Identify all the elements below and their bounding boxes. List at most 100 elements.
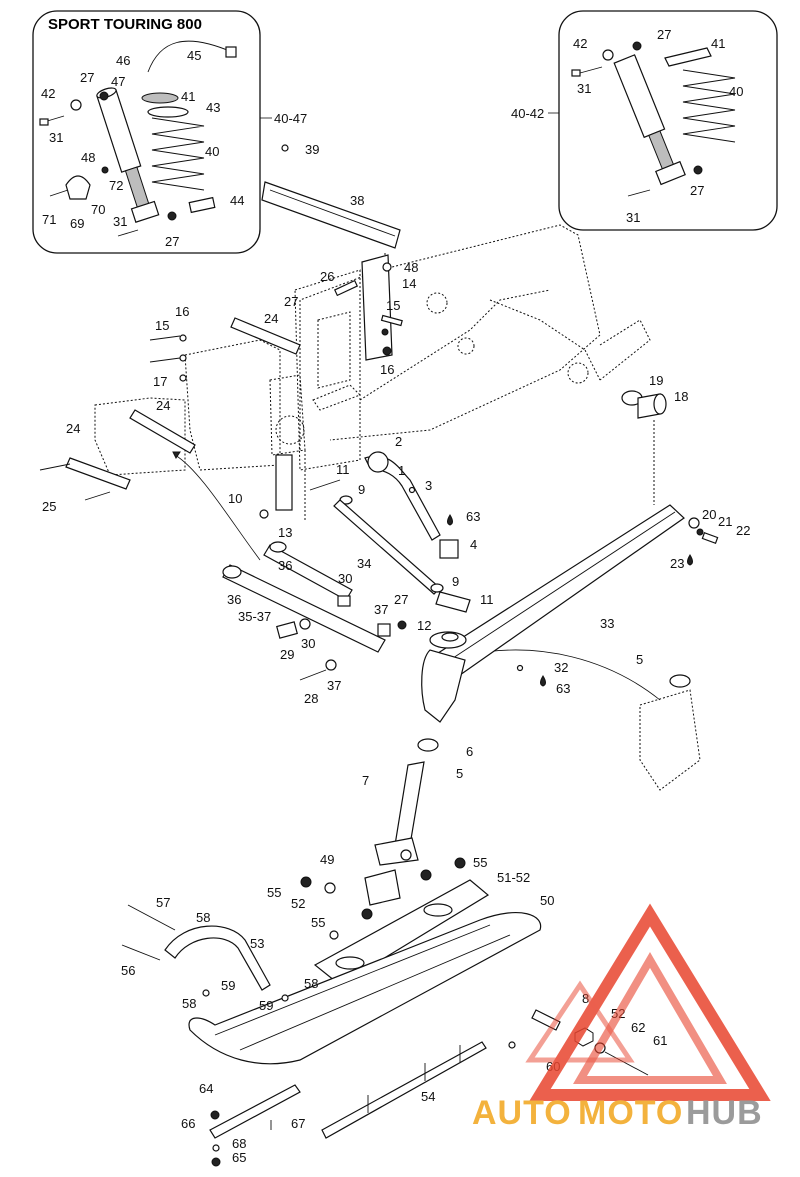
callout-59a: 59 xyxy=(221,978,235,993)
callout-8: 8 xyxy=(582,991,589,1006)
callout-58b: 58 xyxy=(182,996,196,1011)
callout-9b: 9 xyxy=(452,574,459,589)
callout-27c: 27 xyxy=(657,27,671,42)
callout-26: 26 xyxy=(320,269,334,284)
watermark-moto: MOTO xyxy=(578,1094,683,1132)
callout-17: 17 xyxy=(153,374,167,389)
callout-21: 21 xyxy=(718,514,732,529)
callout-71: 71 xyxy=(42,212,56,227)
callout-30b: 30 xyxy=(301,636,315,651)
callout-37b: 37 xyxy=(327,678,341,693)
callout-31d: 31 xyxy=(626,210,640,225)
callout-19: 19 xyxy=(649,373,663,388)
callout-7: 7 xyxy=(362,773,369,788)
callout-56: 56 xyxy=(121,963,135,978)
shock-kit-left-panel: SPORT TOURING 800 40-47 45 4 xyxy=(32,10,307,254)
callout-24a: 24 xyxy=(264,311,278,326)
callout-58c: 58 xyxy=(304,976,318,991)
callout-43: 43 xyxy=(206,100,220,115)
callout-15b: 15 xyxy=(155,318,169,333)
callout-38: 38 xyxy=(350,193,364,208)
callout-70: 70 xyxy=(91,202,105,217)
lower-arm: 36 36 30 35-37 37 27 30 29 37 28 xyxy=(222,541,408,706)
callout-34: 34 xyxy=(357,556,371,571)
callout-63a: 63 xyxy=(466,509,480,524)
callout-11a: 11 xyxy=(336,462,350,477)
callout-36a: 36 xyxy=(278,558,292,573)
callout-20: 20 xyxy=(702,507,716,522)
callout-48a: 48 xyxy=(81,150,95,165)
link-plates: 16 15 17 27 24 24 24 25 xyxy=(39,294,301,514)
callout-16a: 16 xyxy=(380,362,394,377)
trailing-arm-33: 12 33 20 21 22 23 19 18 32 63 xyxy=(417,373,750,723)
callout-5a: 5 xyxy=(636,652,643,667)
callout-31c: 31 xyxy=(577,81,591,96)
callout-1: 1 xyxy=(398,463,405,478)
callout-44: 44 xyxy=(230,193,244,208)
callout-42b: 42 xyxy=(573,36,587,51)
callout-40a: 40 xyxy=(205,144,219,159)
callout-11b: 11 xyxy=(480,592,494,607)
callout-66: 66 xyxy=(181,1116,195,1131)
callout-35: 35-37 xyxy=(238,609,271,624)
callout-9a: 9 xyxy=(358,482,365,497)
callout-5b: 5 xyxy=(456,766,463,781)
callout-45: 45 xyxy=(187,48,201,63)
callout-62: 62 xyxy=(631,1020,645,1035)
callout-65: 65 xyxy=(232,1150,246,1165)
carbide-parts: 64 66 67 68 65 xyxy=(181,1081,305,1167)
callout-24c: 24 xyxy=(66,421,80,436)
callout-27a: 27 xyxy=(80,70,94,85)
callout-13: 13 xyxy=(278,525,292,540)
callout-15a: 15 xyxy=(386,298,400,313)
callout-10: 10 xyxy=(228,491,242,506)
callout-27b: 27 xyxy=(165,234,179,249)
callout-24b: 24 xyxy=(156,398,170,413)
callout-23: 23 xyxy=(670,556,684,571)
callout-46: 46 xyxy=(116,53,130,68)
callout-42a: 42 xyxy=(41,86,55,101)
steering-parts: 10 13 11 9 2 1 3 4 63 34 9 11 xyxy=(228,434,494,613)
callout-41a: 41 xyxy=(181,89,195,104)
spring-icon xyxy=(151,117,205,191)
callout-31b: 31 xyxy=(113,214,127,229)
callout-6: 6 xyxy=(466,744,473,759)
callout-28: 28 xyxy=(304,691,318,706)
automotohub-watermark-logo: AUTO MOTO HUB xyxy=(472,903,771,1132)
callout-25: 25 xyxy=(42,499,56,514)
callout-69: 69 xyxy=(70,216,84,231)
ski-leg-detail: 5 xyxy=(636,652,701,791)
callout-63b: 63 xyxy=(556,681,570,696)
callout-59b: 59 xyxy=(259,998,273,1013)
callout-64: 64 xyxy=(199,1081,213,1096)
callout-55a: 55 xyxy=(267,885,281,900)
callout-61: 61 xyxy=(653,1033,667,1048)
callout-37a: 37 xyxy=(374,602,388,617)
callout-55c: 55 xyxy=(311,915,325,930)
callout-16b: 16 xyxy=(175,304,189,319)
callout-39: 39 xyxy=(305,142,319,157)
callout-22: 22 xyxy=(736,523,750,538)
ski-assembly: 49 55 52 55 55 51-52 50 53 57 56 58 58 5… xyxy=(121,852,667,1139)
kit-left-ref: 40-47 xyxy=(274,111,307,126)
callout-36b: 36 xyxy=(227,592,241,607)
callout-50: 50 xyxy=(540,893,554,908)
callout-58a: 58 xyxy=(196,910,210,925)
callout-49: 49 xyxy=(320,852,334,867)
callout-27d: 27 xyxy=(690,183,704,198)
spring-icon xyxy=(682,69,736,143)
callout-40b: 40 xyxy=(729,84,743,99)
callout-52a: 52 xyxy=(291,896,305,911)
callout-12: 12 xyxy=(417,618,431,633)
kit-left-title: SPORT TOURING 800 xyxy=(48,16,202,33)
callout-4: 4 xyxy=(470,537,477,552)
callout-33: 33 xyxy=(600,616,614,631)
spindle-7: 6 5 7 xyxy=(362,738,473,866)
callout-30a: 30 xyxy=(338,571,352,586)
callout-31a: 31 xyxy=(49,130,63,145)
callout-32: 32 xyxy=(554,660,568,675)
kit-right-ref: 40-42 xyxy=(511,106,544,121)
callout-51: 51-52 xyxy=(497,870,530,885)
callout-55b: 55 xyxy=(473,855,487,870)
callout-54: 54 xyxy=(421,1089,435,1104)
